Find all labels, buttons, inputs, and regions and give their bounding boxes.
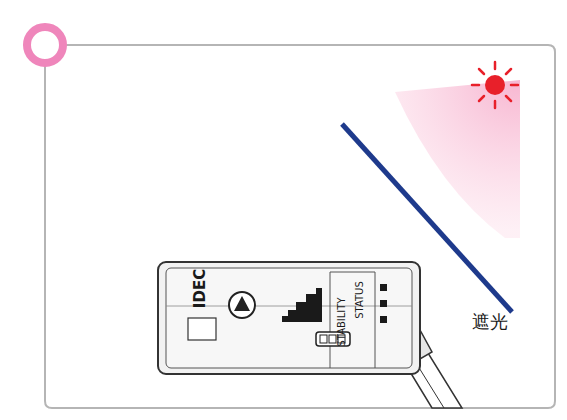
status-label: STATUS xyxy=(355,281,365,319)
shield-label: 遮光 xyxy=(472,313,508,331)
ok-circle xyxy=(27,27,63,63)
brand-mark: IDEC xyxy=(193,268,208,307)
light-source xyxy=(472,62,518,108)
frame xyxy=(45,45,555,408)
stability-label: STABILITY xyxy=(337,297,347,346)
sensor-body xyxy=(158,262,420,374)
light-fan xyxy=(395,80,520,238)
